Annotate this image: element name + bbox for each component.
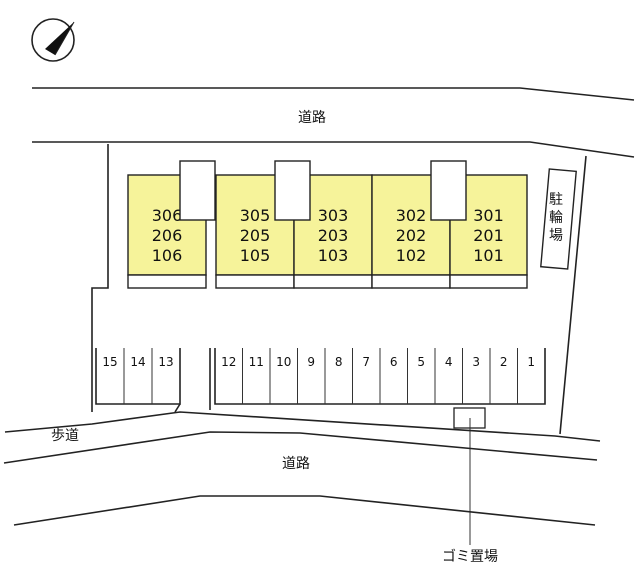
unit-number: 202: [396, 226, 427, 245]
unit-number: 206: [152, 226, 183, 245]
unit-number: 205: [240, 226, 271, 245]
parking-right-group: 12 11 10 9 8 7 6 5 4 3 2 1: [209, 348, 546, 410]
parking-space-number: 15: [102, 355, 117, 369]
unit-number: 105: [240, 246, 271, 265]
parking-space-number: 7: [362, 355, 370, 369]
bicycle-parking-label-3: 場: [549, 228, 563, 244]
road-top: 道路: [32, 87, 635, 158]
parking-space-number: 1: [527, 355, 535, 369]
unit-number: 301: [473, 206, 504, 225]
bicycle-parking-label-1: 駐: [549, 192, 563, 208]
unit-number: 101: [473, 246, 504, 265]
road-bottom-label: 道路: [282, 456, 310, 472]
unit-number: 102: [396, 246, 427, 265]
unit-number: 302: [396, 206, 427, 225]
parking-space-number: 14: [130, 355, 145, 369]
road-bottom: 歩道 道路: [3, 411, 601, 526]
parking-space-number: 13: [158, 355, 173, 369]
parking-space-number: 4: [445, 355, 453, 369]
bicycle-parking-label-2: 輪: [549, 209, 563, 226]
parking-space-number: 9: [307, 355, 315, 369]
unit-number: 306: [152, 206, 183, 225]
garbage-area: ゴミ置場: [442, 407, 498, 565]
bicycle-parking: 駐 輪 場: [540, 168, 577, 270]
parking-space-number: 10: [276, 355, 291, 369]
parking-space-number: 12: [221, 355, 236, 369]
unit-number: 106: [152, 246, 183, 265]
road-top-label: 道路: [298, 110, 326, 126]
parking-space-number: 5: [417, 355, 425, 369]
parking-space-number: 3: [472, 355, 480, 369]
unit-number: 201: [473, 226, 504, 245]
site-boundary: [91, 144, 587, 435]
parking-space-number: 2: [500, 355, 508, 369]
unit-number: 303: [318, 206, 349, 225]
parking-space-number: 8: [335, 355, 343, 369]
stair-box-3: [430, 160, 467, 221]
stair-box-1: [179, 160, 216, 221]
unit-number: 203: [318, 226, 349, 245]
parking-space-number: 6: [390, 355, 398, 369]
garbage-area-label: ゴミ置場: [442, 548, 498, 565]
parking-area: 15 14 13 12 11 10 9 8 7 6 5 4 3 2 1: [95, 348, 546, 413]
unit-number: 103: [318, 246, 349, 265]
sidewalk-label: 歩道: [51, 428, 79, 444]
north-arrow-icon: [31, 18, 75, 62]
unit-number: 305: [240, 206, 271, 225]
parking-left-group: 15 14 13: [95, 348, 181, 413]
parking-space-number: 11: [249, 355, 264, 369]
stair-box-2: [274, 160, 311, 221]
